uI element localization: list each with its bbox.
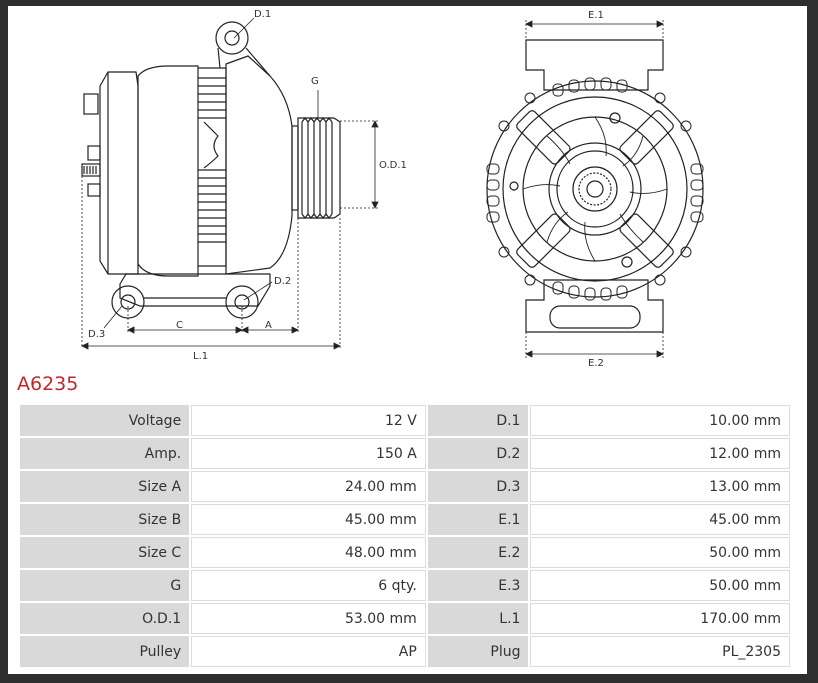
table-row: Voltage 12 V D.1 10.00 mm: [20, 405, 790, 436]
spec-label: Pulley: [20, 636, 190, 667]
spec-value: PL_2305: [530, 636, 790, 667]
label-e1: E.1: [588, 10, 604, 21]
spec-label: Size C: [20, 537, 190, 568]
table-row: Size C 48.00 mm E.2 50.00 mm: [20, 537, 790, 568]
spec-label: Size B: [20, 504, 190, 535]
label-d3: D.3: [88, 329, 105, 340]
spec-label: Voltage: [20, 405, 190, 436]
spec-label: Amp.: [20, 438, 190, 469]
spec-value: 10.00 mm: [530, 405, 790, 436]
spec-label: E.3: [427, 570, 529, 601]
spec-label: D.3: [427, 471, 529, 502]
spec-value: AP: [191, 636, 426, 667]
spec-value: 45.00 mm: [191, 504, 426, 535]
specifications-table: Voltage 12 V D.1 10.00 mm Amp. 150 A D.2…: [18, 403, 792, 669]
spec-value: 45.00 mm: [530, 504, 790, 535]
spec-value: 50.00 mm: [530, 570, 790, 601]
label-d1: D.1: [254, 9, 271, 20]
label-l1: L.1: [193, 351, 208, 362]
label-od1: O.D.1: [379, 160, 407, 171]
spec-value: 48.00 mm: [191, 537, 426, 568]
spec-value: 150 A: [191, 438, 426, 469]
table-row: Amp. 150 A D.2 12.00 mm: [20, 438, 790, 469]
spec-label: Plug: [427, 636, 529, 667]
part-number: A6235: [17, 373, 79, 395]
table-row: Size A 24.00 mm D.3 13.00 mm: [20, 471, 790, 502]
spec-value: 24.00 mm: [191, 471, 426, 502]
spec-label: E.2: [427, 537, 529, 568]
table-row: G 6 qty. E.3 50.00 mm: [20, 570, 790, 601]
spec-label: D.2: [427, 438, 529, 469]
spec-value: 12 V: [191, 405, 426, 436]
spec-label: D.1: [427, 405, 529, 436]
spec-value: 53.00 mm: [191, 603, 426, 634]
spec-value: 13.00 mm: [530, 471, 790, 502]
spec-value: 50.00 mm: [530, 537, 790, 568]
label-d2: D.2: [274, 276, 291, 287]
table-row: O.D.1 53.00 mm L.1 170.00 mm: [20, 603, 790, 634]
alternator-front-view: [486, 39, 704, 333]
spec-value: 170.00 mm: [530, 603, 790, 634]
label-c: C: [176, 320, 183, 331]
spec-label: L.1: [427, 603, 529, 634]
product-panel: D.1 G O.D.1 D.2 D.3 C A L.1 E.1 E.2 A623…: [8, 6, 807, 674]
table-row: Pulley AP Plug PL_2305: [20, 636, 790, 667]
alternator-side-view: [81, 21, 341, 319]
side-view-dimensions: [81, 120, 378, 348]
spec-value: 12.00 mm: [530, 438, 790, 469]
alternator-technical-drawing: D.1 G O.D.1 D.2 D.3 C A L.1 E.1 E.2: [81, 9, 704, 369]
spec-label: G: [20, 570, 190, 601]
spec-label: Size A: [20, 471, 190, 502]
spec-value: 6 qty.: [191, 570, 426, 601]
spec-label: O.D.1: [20, 603, 190, 634]
label-a: A: [265, 320, 272, 331]
label-e2: E.2: [588, 358, 604, 369]
label-g: G: [311, 76, 319, 87]
spec-label: E.1: [427, 504, 529, 535]
table-row: Size B 45.00 mm E.1 45.00 mm: [20, 504, 790, 535]
